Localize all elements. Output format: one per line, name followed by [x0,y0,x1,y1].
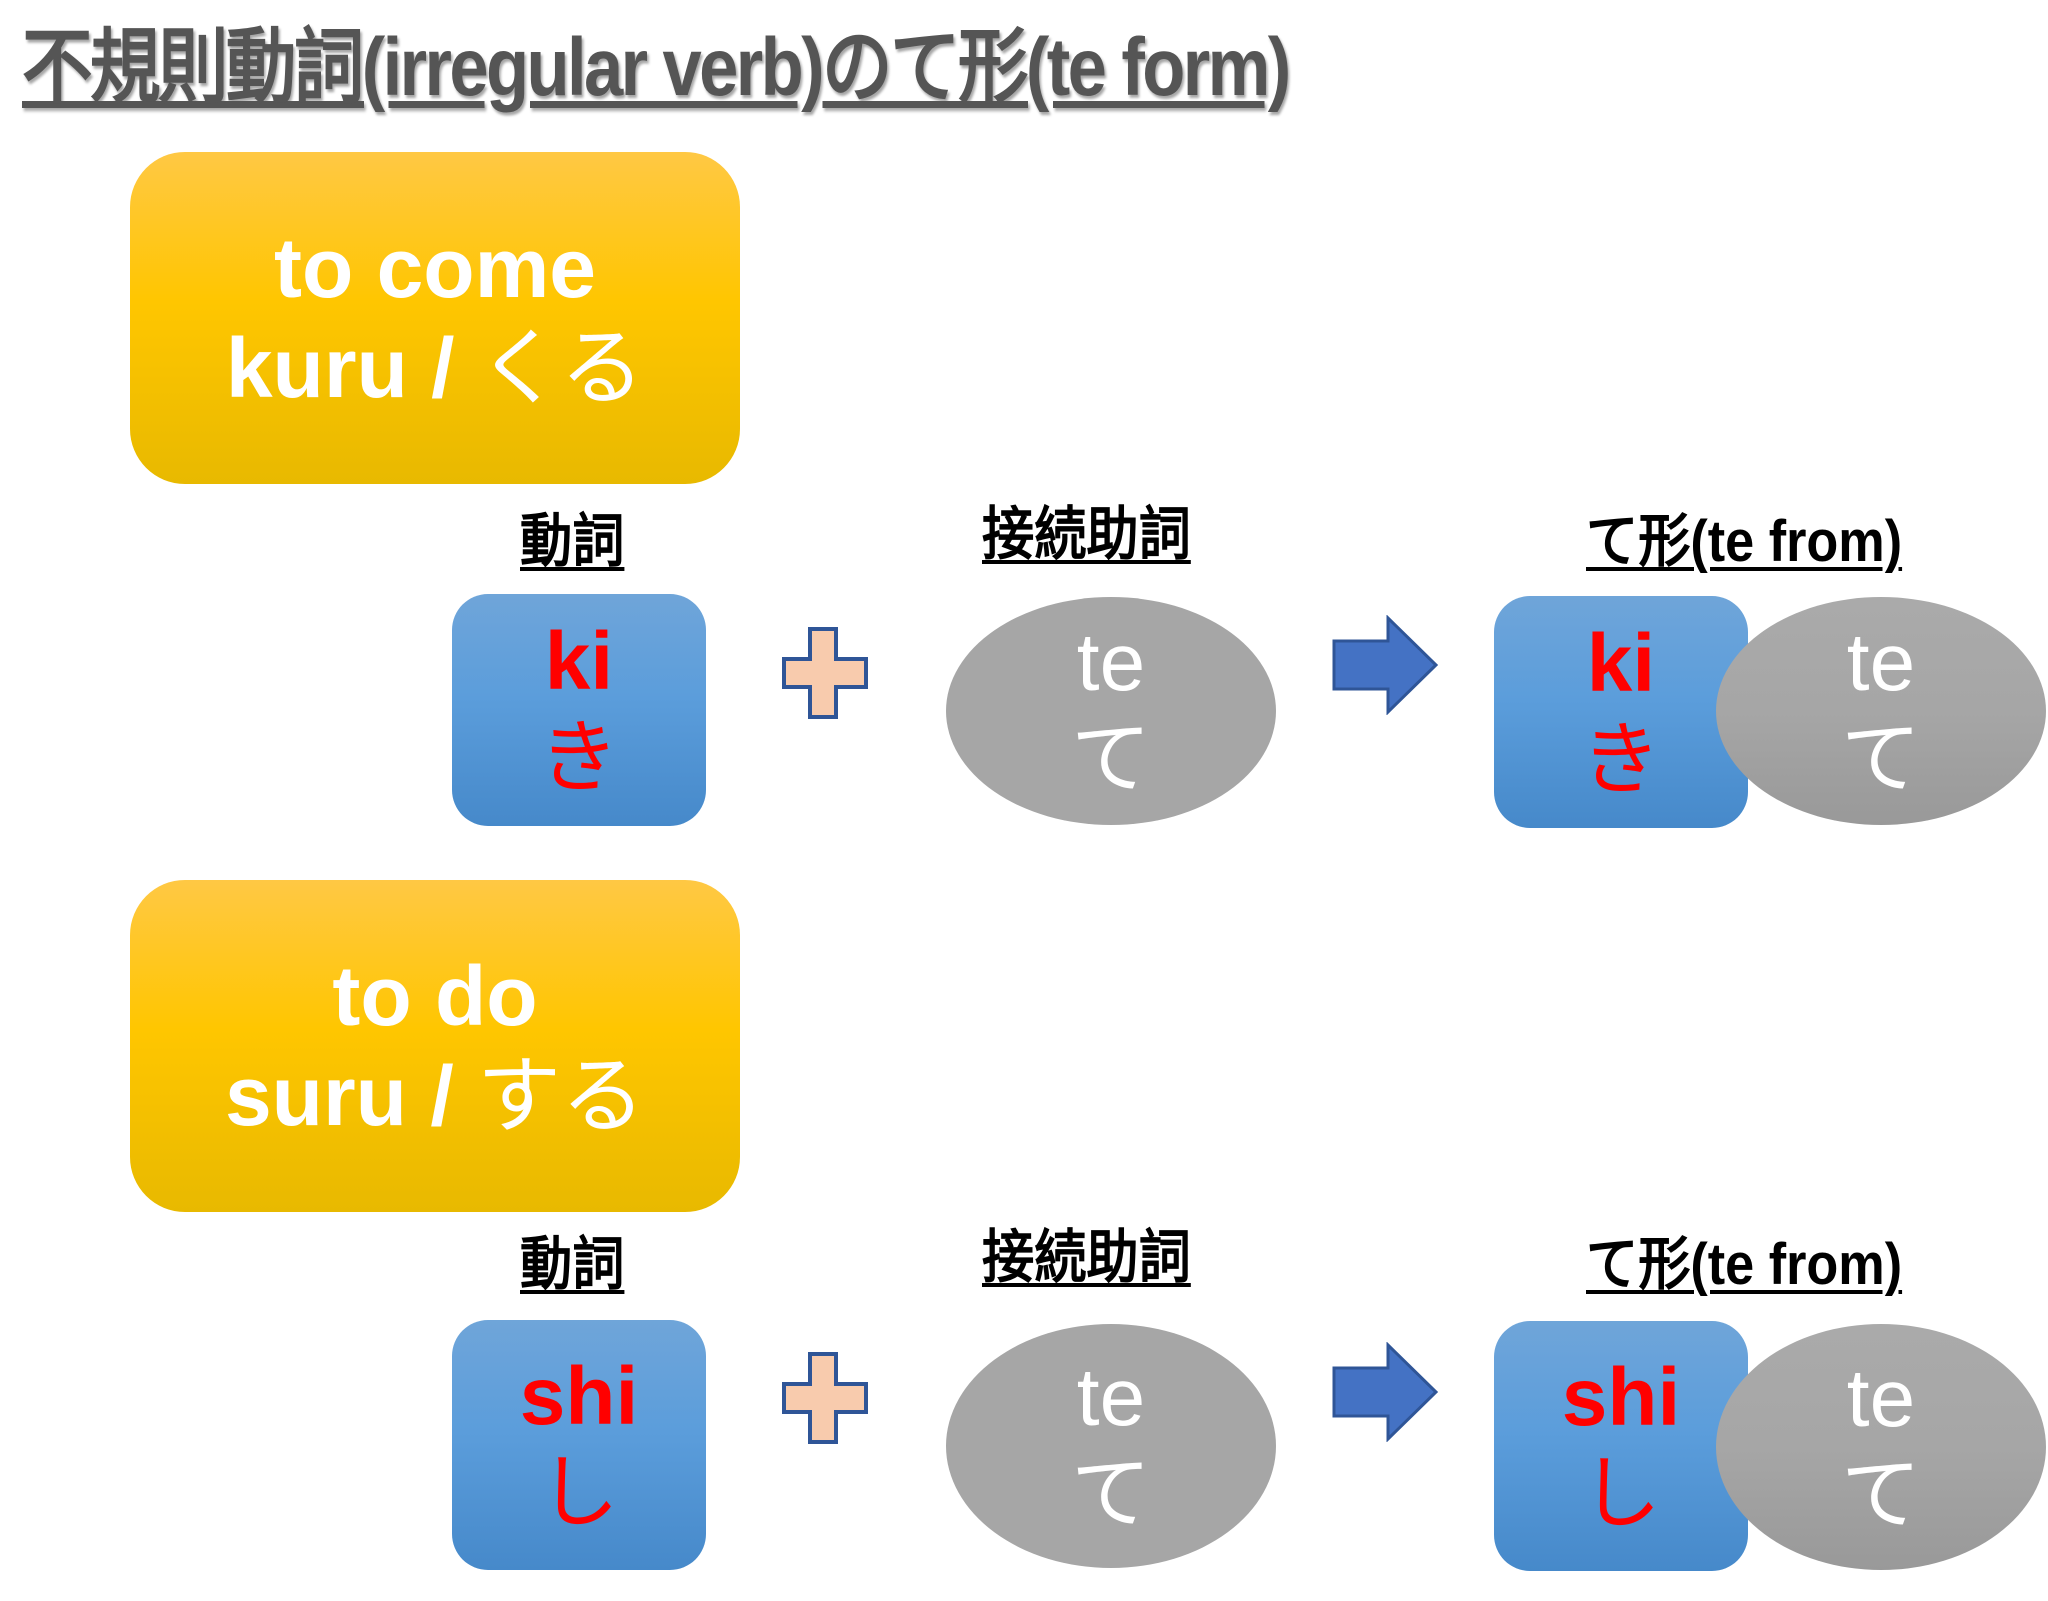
stem-box: ki き [452,594,706,826]
verb-kana: する [477,1049,646,1143]
verb-reading: kuru / くる [226,318,644,418]
label-te-form: て形(te from) [1586,509,1903,574]
arrow-right-icon [1332,615,1439,715]
particle-romaji: te [1076,617,1146,708]
verb-reading: suru / する [225,1046,645,1146]
particle-oval: te て [946,1324,1276,1568]
stem-box: shi し [452,1320,706,1570]
arrow-right-icon [1332,1342,1439,1442]
plus-icon [782,627,868,719]
stem-kana: し [539,1448,619,1537]
particle-kana: て [1071,1449,1151,1538]
particle-romaji: te [1076,1352,1146,1443]
label-te-form: て形(te from) [1586,1232,1903,1297]
result-stem-kana: し [1581,1449,1661,1538]
result-particle-oval: te て [1716,597,2046,825]
verb-card-suru: to do suru / する [130,880,740,1212]
label-particle: 接続助詞 [982,1225,1191,1290]
verb-card-kuru: to come kuru / くる [130,152,740,484]
label-particle: 接続助詞 [982,502,1191,567]
stem-kana: き [539,713,619,802]
result-stem-romaji: shi [1561,1352,1681,1443]
result-particle-oval: te て [1716,1324,2046,1570]
result-particle-romaji: te [1846,617,1916,708]
stem-romaji: ki [544,616,614,707]
verb-romaji: kuru / [225,321,478,415]
result-particle-romaji: te [1846,1353,1916,1444]
result-stem-box: shi し [1494,1321,1748,1571]
stem-romaji: shi [519,1351,639,1442]
verb-kana: くる [477,321,645,415]
label-verb: 動詞 [520,1232,625,1297]
verb-meaning: to do [332,949,538,1043]
result-stem-kana: き [1581,715,1661,804]
verb-romaji: suru / [224,1049,478,1143]
result-particle-kana: て [1841,714,1921,803]
particle-kana: て [1071,714,1151,803]
verb-meaning: to come [273,221,597,315]
page-title: 不規則動詞(irregular verb)のて形(te form) [22,22,1291,113]
result-particle-kana: て [1841,1450,1921,1539]
result-stem-romaji: ki [1586,618,1656,709]
particle-oval: te て [946,597,1276,825]
plus-icon [782,1352,868,1444]
result-stem-box: ki き [1494,596,1748,828]
label-verb: 動詞 [520,509,625,574]
